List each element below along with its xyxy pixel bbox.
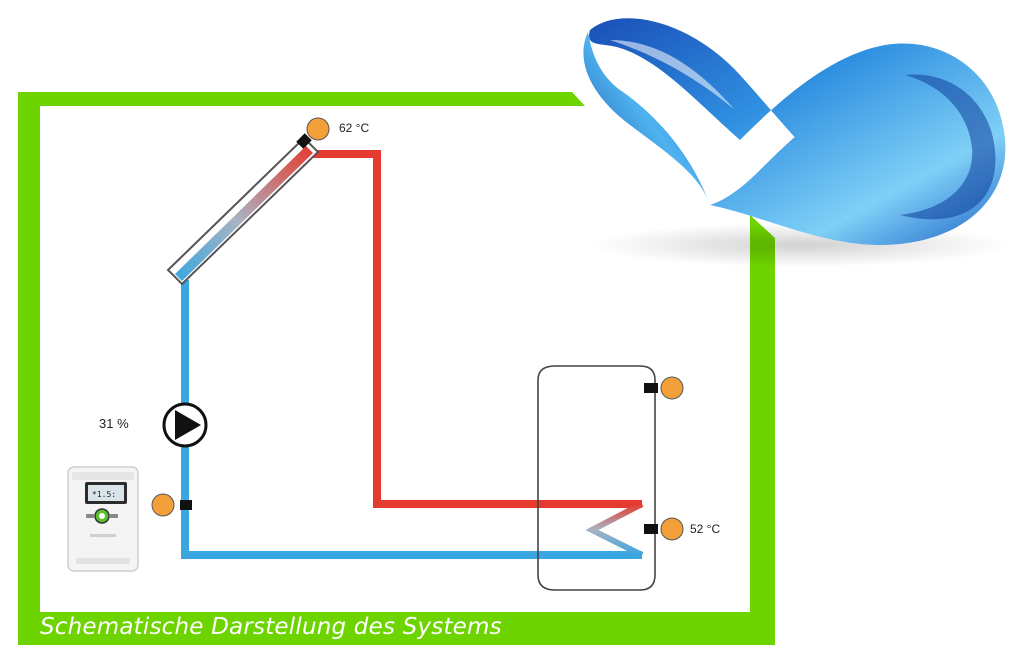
tank-temp-label: 52 °C — [690, 522, 721, 536]
pump-speed-label: 31 % — [99, 416, 129, 431]
hot-pipe — [313, 150, 642, 508]
solar-controller-device: *1.5: — [67, 466, 139, 572]
collector-temp-label: 62 °C — [339, 121, 370, 135]
solar-collector-panel — [166, 136, 320, 286]
collector-sensor — [296, 117, 330, 149]
cold-pipe — [181, 280, 642, 559]
tank-bottom-sensor — [644, 517, 684, 541]
return-sensor — [151, 493, 192, 517]
diagram-caption: Schematische Darstellung des Systems — [40, 614, 502, 640]
heat-exchanger-coil — [585, 501, 644, 558]
infinity-ribbon-logo — [583, 18, 1010, 267]
circulation-pump-icon — [162, 402, 208, 448]
svg-text:*1.5:: *1.5: — [92, 490, 116, 499]
storage-tank — [537, 365, 656, 591]
tank-top-sensor — [644, 376, 684, 400]
